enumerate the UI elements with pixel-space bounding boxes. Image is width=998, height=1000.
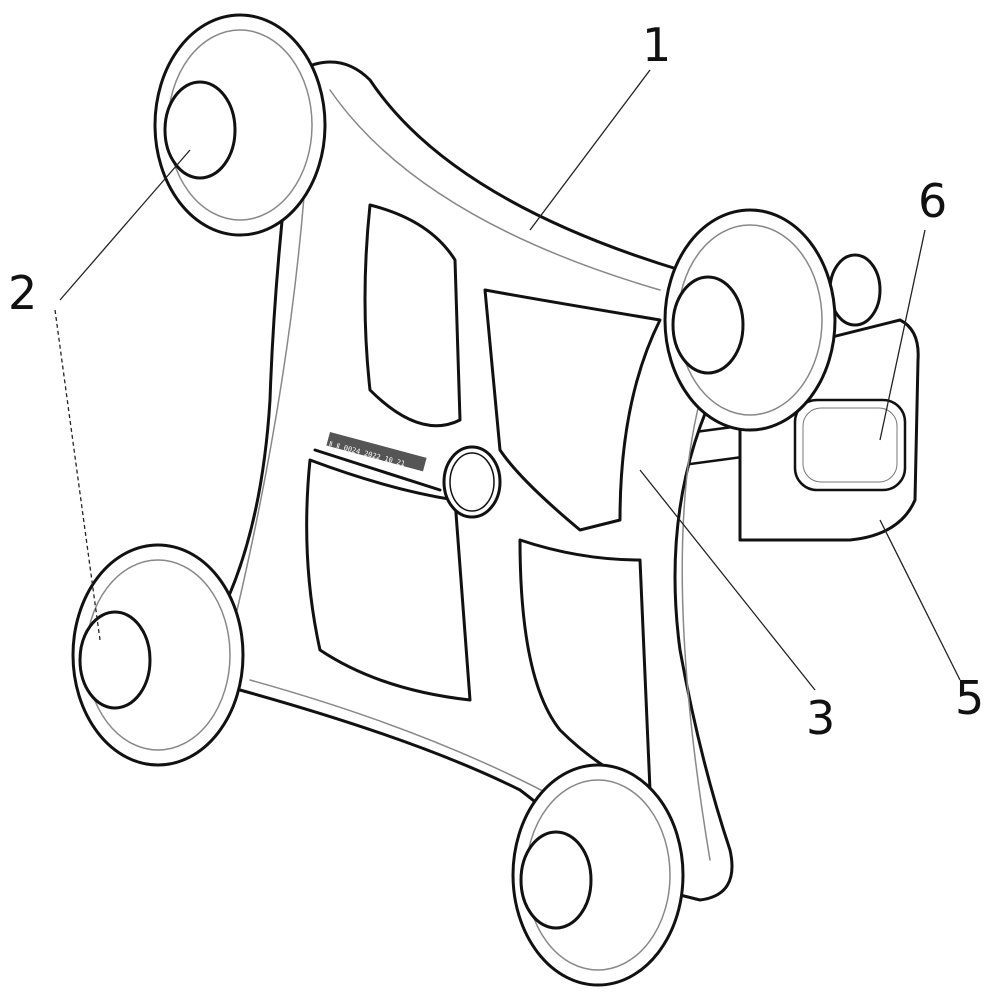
knob-bottom-right [511,763,685,987]
label-3: 3 [806,691,836,745]
center-hub [442,445,502,519]
label-5: 5 [955,671,985,725]
window [518,538,652,792]
knob-bottom-left [71,543,245,767]
knob-top-right [663,208,837,432]
label-2: 2 [8,266,38,320]
window [363,203,462,428]
window [305,458,472,702]
leader-lines [54,69,961,691]
knob-top-left [153,13,327,237]
window [483,288,662,532]
label-1: 1 [642,18,672,72]
label-6: 6 [918,174,948,228]
